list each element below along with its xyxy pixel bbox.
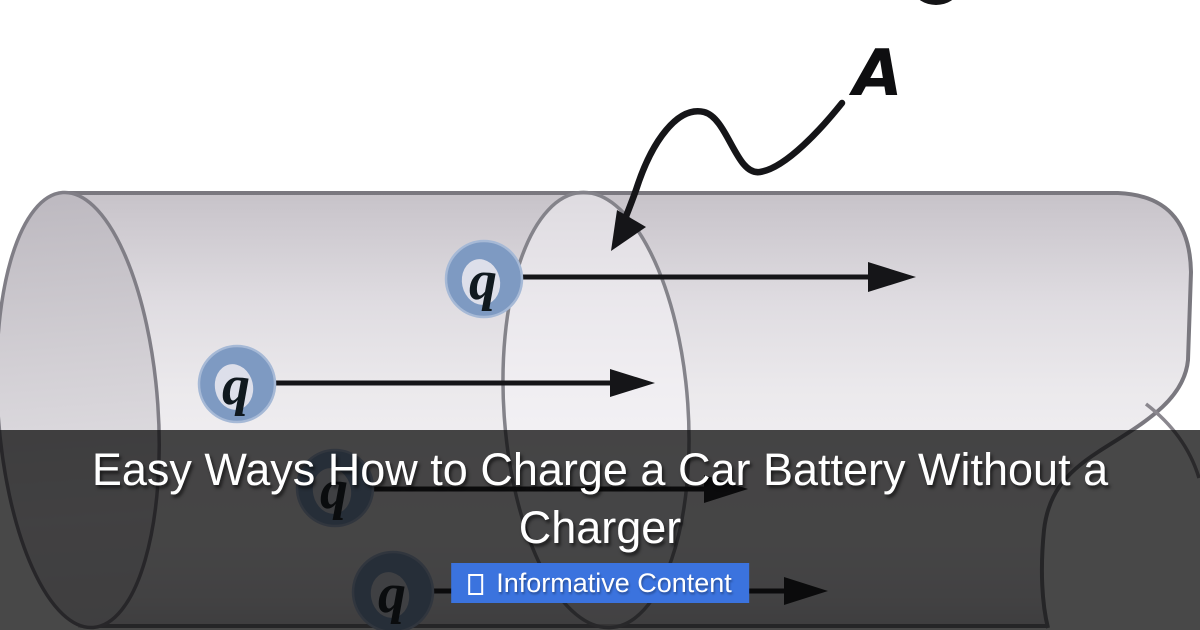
charge: q (197, 344, 277, 424)
arrow-head (868, 262, 916, 292)
missing-glyph-icon (468, 573, 484, 595)
arrow-head (610, 369, 655, 397)
category-badge-label: Informative Content (496, 567, 732, 598)
page-title: Easy Ways How to Charge a Car Battery Wi… (91, 444, 1109, 553)
clipped-circle-top (919, 0, 953, 5)
area-label: A (848, 37, 903, 111)
charge-label: q (469, 250, 497, 312)
charge: q (444, 239, 524, 319)
area-pointer-arrow (619, 99, 846, 228)
area-pointer-arrowhead (611, 210, 646, 251)
category-badge[interactable]: Informative Content (451, 563, 749, 603)
charge-label: q (222, 355, 250, 417)
